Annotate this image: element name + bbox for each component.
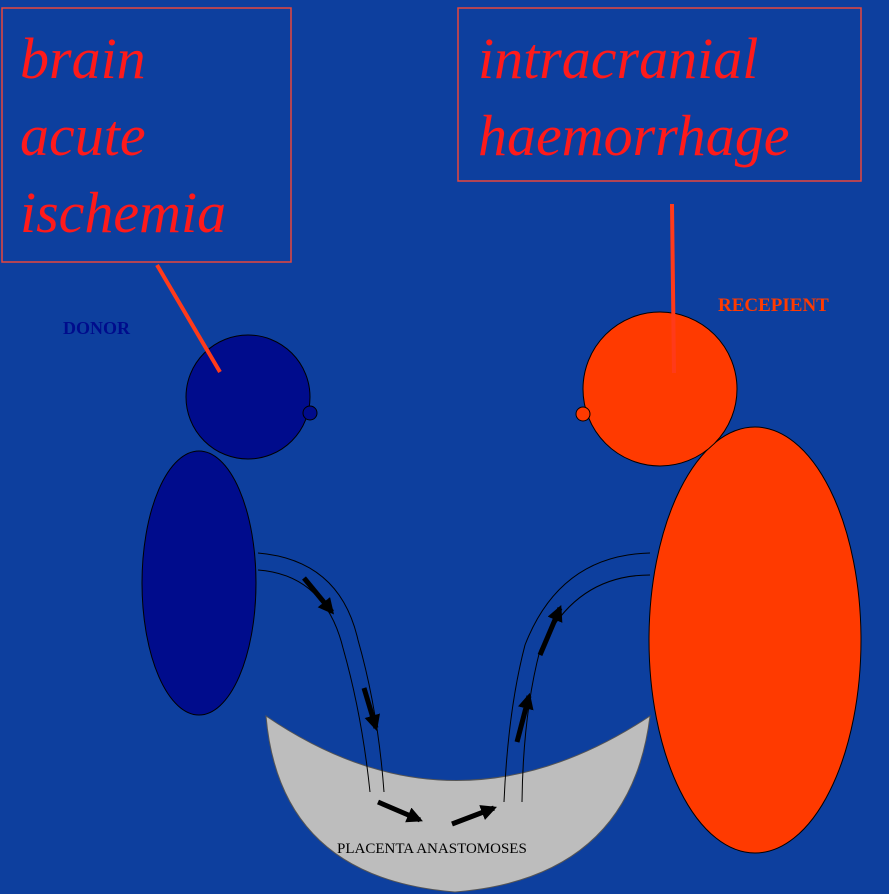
recipient-head xyxy=(583,312,737,466)
recipient-label: RECEPIENT xyxy=(718,295,829,316)
recipient-callout-line-1: intracranial xyxy=(478,26,758,91)
donor-callout-line xyxy=(157,265,220,372)
placenta-label: PLACENTA ANASTOMOSES xyxy=(337,841,527,857)
recipient-callout-line-2: haemorrhage xyxy=(478,103,789,168)
flow-arrow xyxy=(304,578,332,612)
donor-body xyxy=(142,451,256,715)
donor-callout-line-3: ischemia xyxy=(20,180,226,245)
donor-nose xyxy=(303,406,317,420)
flow-arrow xyxy=(364,688,376,728)
donor-label: DONOR xyxy=(63,318,131,338)
placenta-shape xyxy=(266,716,650,892)
donor-head xyxy=(186,335,310,459)
donor-callout-line-2: acute xyxy=(20,103,146,168)
recipient-body xyxy=(649,427,861,853)
recipient-callout-line xyxy=(672,204,674,373)
recipient-nose xyxy=(576,407,590,421)
donor-callout-line-1: brain xyxy=(20,26,146,91)
flow-arrow xyxy=(540,608,560,655)
